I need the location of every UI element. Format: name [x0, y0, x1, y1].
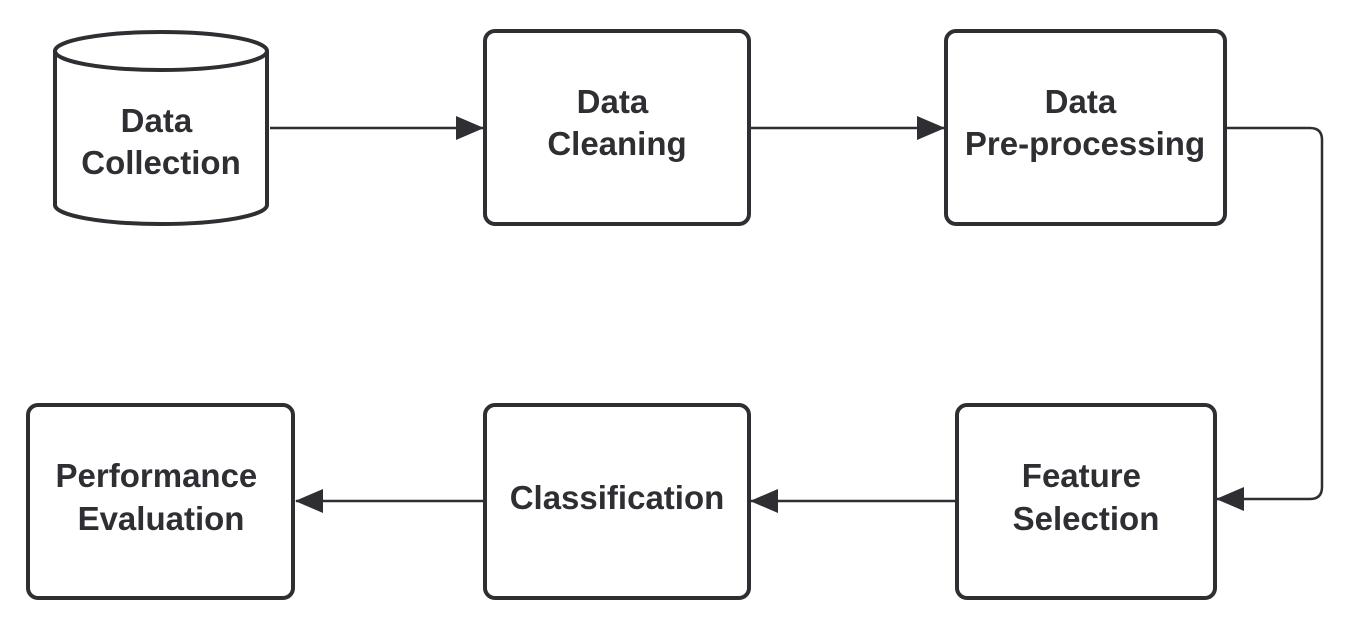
node-label-line: Pre-processing — [965, 125, 1205, 162]
node-box — [26, 403, 295, 600]
svg-text:Classification: Classification — [510, 479, 725, 516]
node-data-collection: Data Collection — [53, 30, 269, 226]
node-label-line: Data — [1045, 83, 1117, 120]
node-label-line: Evaluation — [78, 500, 245, 537]
svg-text:Data Collection: Data Collection — [81, 102, 241, 181]
node-data-cleaning: Data Cleaning — [483, 29, 751, 226]
node-data-preprocessing: Data Pre-processing — [944, 29, 1227, 226]
svg-text:Data Pre-processing: Data Pre-processing — [965, 83, 1205, 162]
node-label-line: Classification — [510, 479, 725, 516]
node-label-line: Selection — [1013, 500, 1160, 537]
node-label-line: Data — [121, 102, 193, 139]
node-classification: Classification — [483, 403, 751, 600]
node-box — [944, 29, 1227, 226]
node-label-line: Performance — [56, 457, 258, 494]
node-label-line: Data — [577, 83, 649, 120]
node-box — [483, 403, 751, 600]
node-label-line: Feature — [1022, 457, 1141, 494]
cylinder-top — [53, 30, 269, 72]
node-performance-evaluation: Performance Evaluation — [26, 403, 295, 600]
svg-text:Data Cleaning: Data Cleaning — [547, 83, 686, 162]
node-label-line: Collection — [81, 144, 241, 181]
svg-text:Feature Selection: Feature Selection — [1013, 457, 1160, 537]
database-cylinder-icon — [53, 51, 269, 226]
svg-text:Performance Evaluation: Performance Evaluation — [56, 457, 267, 537]
node-feature-selection: Feature Selection — [955, 403, 1217, 600]
edges — [270, 116, 1324, 513]
node-label-line: Cleaning — [547, 125, 686, 162]
edge-preprocessing-to-feature-selection — [1216, 126, 1324, 511]
node-box — [955, 403, 1217, 600]
node-box — [483, 29, 751, 226]
